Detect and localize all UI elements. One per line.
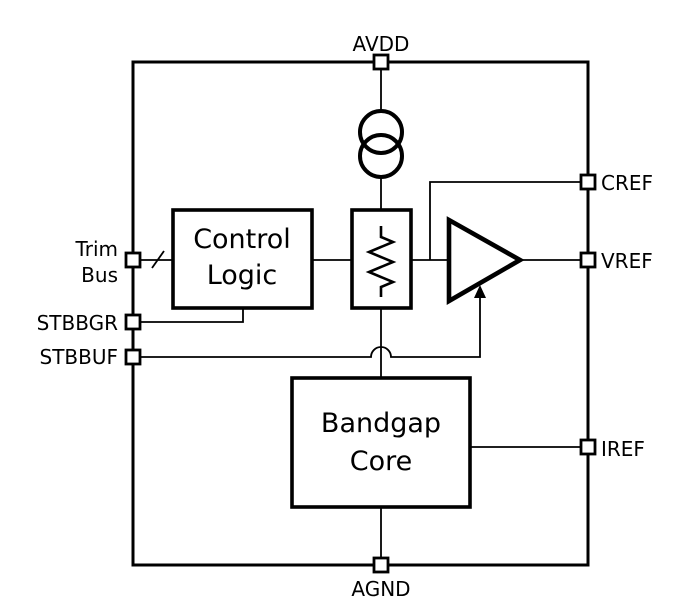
trim-bus-pin <box>124 251 142 269</box>
wires <box>140 70 581 558</box>
current-source-top-circle <box>358 109 404 155</box>
iref-pin <box>579 438 597 456</box>
agnd-pin-label: AGND <box>351 577 410 601</box>
stbbuf-pin <box>124 348 142 366</box>
chip-boundary <box>131 60 590 567</box>
buffer-amplifier-icon <box>446 216 525 305</box>
avdd-pin <box>372 53 390 71</box>
trim-bus-pin-label-line2: Bus <box>81 263 118 287</box>
bandgap-core-block <box>290 376 472 509</box>
bus-slash-icon <box>151 250 165 269</box>
bandgap-core-label-line1: Bandgap <box>321 408 441 439</box>
current-source-bottom-circle <box>358 133 404 179</box>
enable-arrow-icon <box>474 285 486 298</box>
stbbgr-pin-label: STBBGR <box>37 311 119 335</box>
stbbuf-wire <box>140 296 481 358</box>
cref-pin-label: CREF <box>601 171 653 195</box>
bandgap-core-label-line2: Core <box>350 446 413 477</box>
vref-pin <box>579 251 597 269</box>
vref-pin-label: VREF <box>601 249 653 273</box>
control-logic-label-line1: Control <box>193 224 291 255</box>
resistor-zigzag-icon <box>365 226 397 297</box>
stbbgr-wire <box>140 308 244 323</box>
control-logic-label-line2: Logic <box>207 260 278 291</box>
current-source-icon <box>358 109 404 179</box>
enable-arrowhead <box>474 285 486 298</box>
trim-bus-pin-label-line1: Trim <box>74 237 118 261</box>
stbbuf-pin-label: STBBUF <box>40 345 119 369</box>
cref-pin <box>579 173 597 191</box>
avdd-pin-label: AVDD <box>353 32 410 56</box>
iref-pin-label: IREF <box>601 437 645 461</box>
cref-branch-wire <box>429 181 581 260</box>
stbbgr-pin <box>124 313 142 331</box>
agnd-pin <box>372 556 390 574</box>
control-logic-block <box>171 208 314 310</box>
